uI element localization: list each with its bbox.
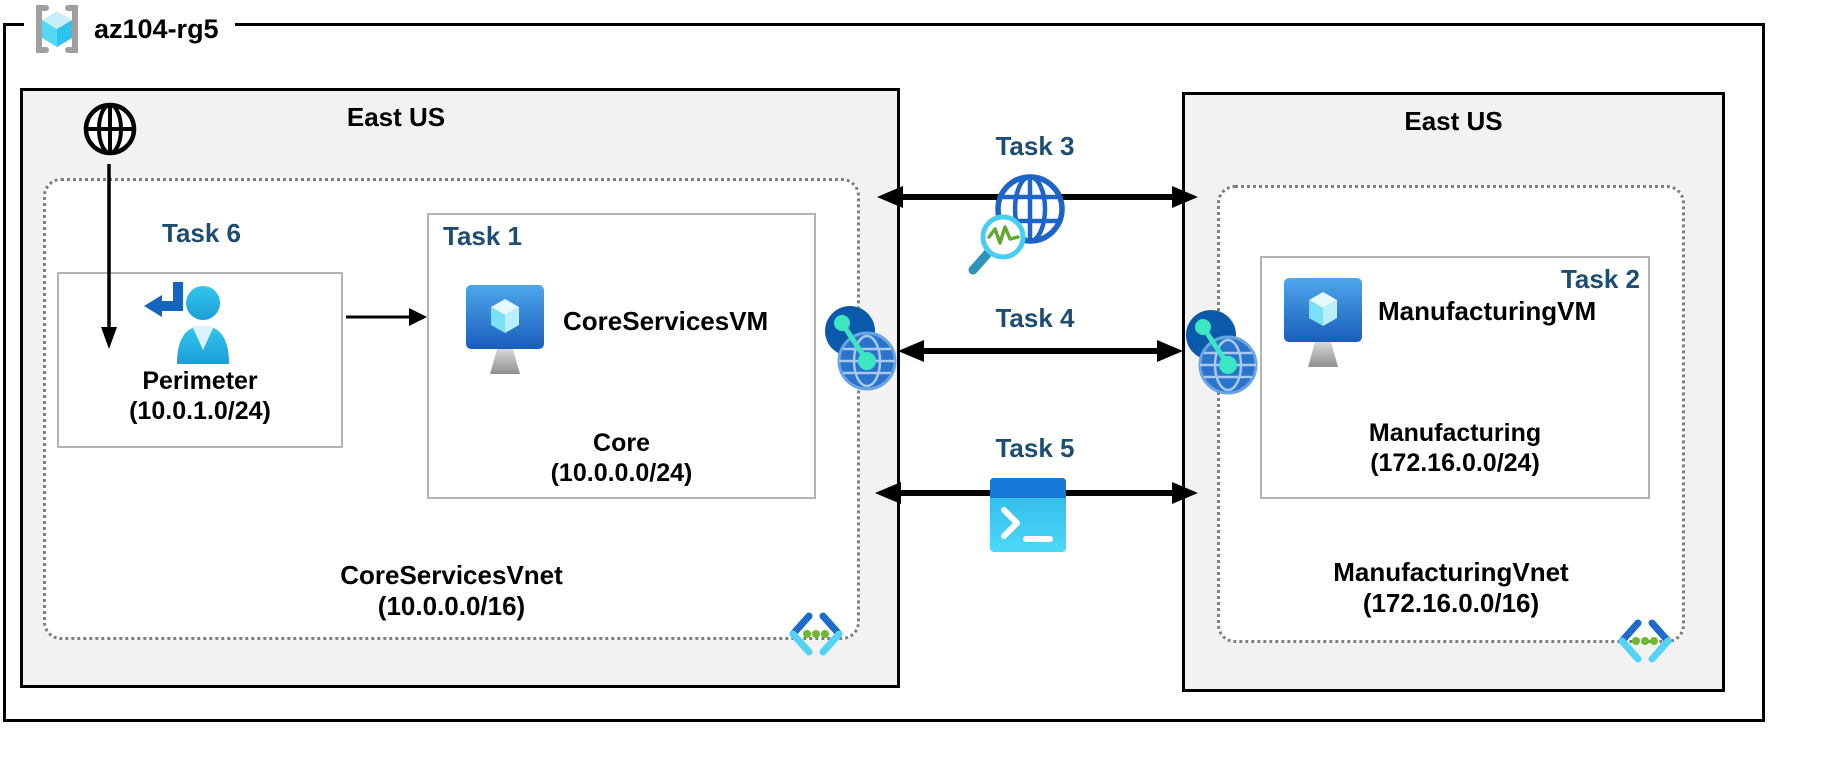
vnet-label-coreservices: CoreServicesVnet (10.0.0.0/16) (43, 560, 860, 622)
resource-group-label-chip: az104-rg5 (24, 0, 235, 58)
task-3-label: Task 3 (995, 131, 1075, 161)
virtual-network-icon-manufacturing (1618, 619, 1672, 663)
subnet-name-manufacturing: Manufacturing (1368, 419, 1542, 447)
network-watcher-icon (968, 174, 1065, 275)
subnet-label-perimeter: Perimeter (10.0.1.0/24) (57, 366, 343, 426)
subnet-cidr-core: (10.0.0.0/24) (550, 459, 693, 487)
vm-name-coreservices: CoreServicesVM (563, 306, 769, 336)
vnet-label-manufacturing: ManufacturingVnet (172.16.0.0/16) (1217, 557, 1685, 619)
subnet-cidr-perimeter: (10.0.1.0/24) (129, 397, 271, 425)
vnet-name-manufacturing: ManufacturingVnet (1333, 557, 1569, 587)
virtual-network-icon-core (789, 612, 843, 656)
region-label-right: East US (1404, 106, 1503, 136)
subnet-name-perimeter: Perimeter (142, 367, 258, 395)
vnet-name-coreservices: CoreServicesVnet (340, 560, 563, 590)
virtual-machine-icon-manufacturing (1284, 278, 1362, 367)
vnet-cidr-manufacturing: (172.16.0.0/16) (1362, 588, 1540, 618)
resource-group-icon (36, 5, 78, 53)
resource-group-name: az104-rg5 (94, 13, 219, 44)
internet-globe-icon (83, 102, 137, 156)
sign-in-user-icon (144, 282, 229, 364)
task-5-label: Task 5 (995, 433, 1075, 463)
subnet-box-core (427, 213, 816, 499)
subnet-cidr-manufacturing: (172.16.0.0/24) (1370, 449, 1540, 477)
subnet-label-manufacturing: Manufacturing (172.16.0.0/24) (1260, 418, 1650, 478)
vnet-cidr-coreservices: (10.0.0.0/16) (377, 591, 526, 621)
subnet-label-core: Core (10.0.0.0/24) (427, 428, 816, 488)
subnet-name-core: Core (593, 429, 650, 457)
region-label-left: East US (346, 102, 446, 132)
vm-name-manufacturing: ManufacturingVM (1378, 296, 1597, 326)
task-1-label: Task 1 (443, 221, 523, 251)
vnet-peering-icon-right (1186, 310, 1258, 395)
virtual-machine-icon-core (466, 285, 544, 374)
task-2-label: Task 2 (1560, 264, 1640, 294)
cloud-shell-icon (990, 478, 1066, 552)
vnet-peering-icon-left (825, 306, 897, 391)
task-6-label: Task 6 (162, 218, 242, 248)
task-4-label: Task 4 (995, 303, 1075, 333)
